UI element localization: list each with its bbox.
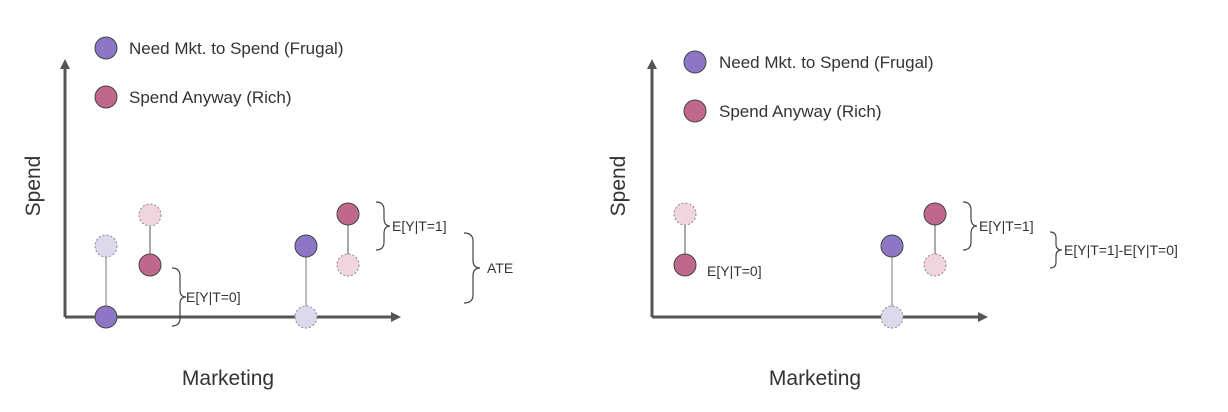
brace-t1	[375, 201, 391, 251]
brace-t1	[962, 201, 978, 251]
rich-counterfactual-point	[138, 203, 162, 227]
legend-rich-marker	[683, 99, 707, 123]
y-axis-label: Spend	[607, 156, 630, 217]
legend-rich-label: Spend Anyway (Rich)	[129, 88, 292, 107]
frugal-observed-point	[294, 234, 318, 258]
annotation-e-y-t1: E[Y|T=1]	[392, 218, 447, 234]
rich-observed-point	[673, 253, 697, 277]
legend-frugal-label: Need Mkt. to Spend (Frugal)	[129, 39, 343, 58]
rich-observed-point	[138, 253, 162, 277]
x-axis-label: Marketing	[182, 367, 274, 390]
frugal-observed-point	[880, 234, 904, 258]
frugal-counterfactual-point	[94, 234, 118, 258]
legend-frugal-marker	[683, 50, 707, 74]
legend: Need Mkt. to Spend (Frugal) Spend Anyway…	[683, 50, 933, 123]
annotation-difference: E[Y|T=1]-E[Y|T=0]	[1064, 242, 1178, 258]
y-axis-label: Spend	[22, 156, 45, 217]
legend-rich-label: Spend Anyway (Rich)	[719, 102, 882, 121]
brace-ate	[463, 232, 481, 304]
rich-observed-point	[923, 202, 947, 226]
legend: Need Mkt. to Spend (Frugal) Spend Anyway…	[94, 36, 343, 109]
brace-t0	[171, 267, 187, 327]
rich-counterfactual-point	[673, 202, 697, 226]
rich-observed-point	[336, 202, 360, 226]
annotation-e-y-t1: E[Y|T=1]	[979, 218, 1034, 234]
annotation-e-y-t0: E[Y|T=0]	[707, 263, 762, 279]
right-panel: Need Mkt. to Spend (Frugal) Spend Anyway…	[607, 50, 1178, 390]
annotation-e-y-t0: E[Y|T=0]	[186, 289, 241, 305]
rich-counterfactual-point	[923, 253, 947, 277]
legend-rich-marker	[94, 85, 118, 109]
rich-counterfactual-point	[336, 253, 360, 277]
x-axis-label: Marketing	[769, 367, 861, 390]
frugal-counterfactual-point	[880, 305, 904, 329]
brace-difference	[1049, 231, 1063, 269]
left-panel: Need Mkt. to Spend (Frugal) Spend Anyway…	[22, 36, 513, 390]
frugal-observed-point	[94, 305, 118, 329]
frugal-counterfactual-point	[294, 305, 318, 329]
legend-frugal-marker	[94, 36, 118, 60]
annotation-ate: ATE	[487, 260, 513, 276]
legend-frugal-label: Need Mkt. to Spend (Frugal)	[719, 53, 933, 72]
